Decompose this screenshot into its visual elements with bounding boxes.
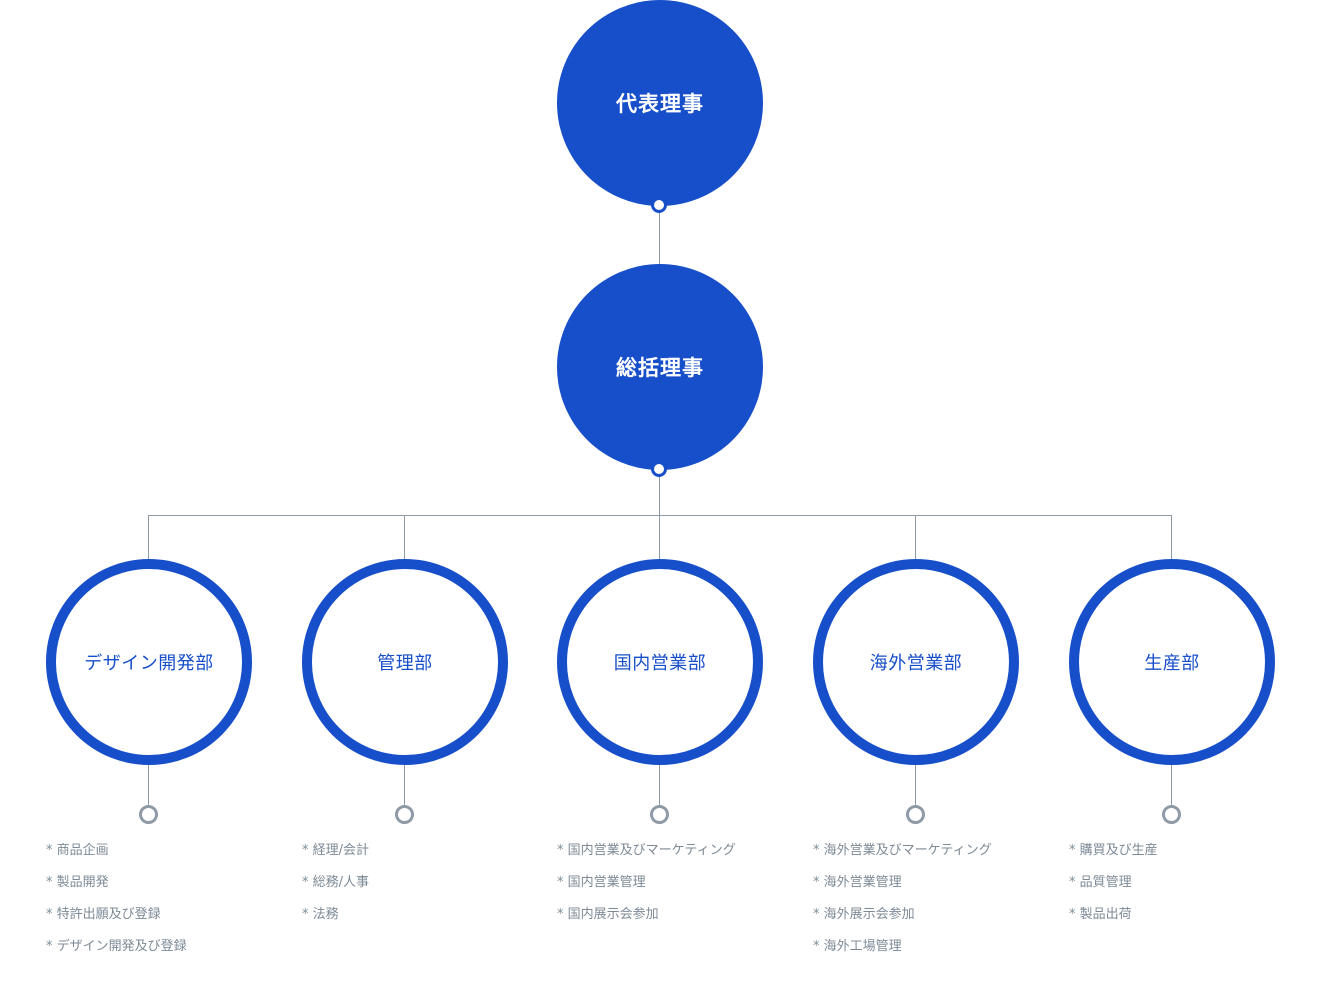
task-item: * 海外工場管理	[813, 939, 902, 954]
task-item: * 製品出荷	[1069, 907, 1132, 922]
department-label: 管理部	[377, 653, 433, 674]
director-node: 総括理事	[557, 264, 763, 470]
ceo-node-label: 代表理事	[616, 92, 704, 116]
department-label: 国内営業部	[613, 653, 707, 674]
department-task-list: * 国内営業及びマーケティング * 国内営業管理 * 国内展示会参加	[557, 842, 736, 938]
task-item: * 海外展示会参加	[813, 907, 915, 922]
task-item: * 法務	[302, 907, 339, 922]
department-node-domestic-sales: 国内営業部	[557, 559, 763, 765]
department-task-list: * 購買及び生産 * 品質管理 * 製品出荷	[1069, 842, 1158, 938]
director-node-connector-dot	[651, 461, 667, 477]
department-label: デザイン開発部	[84, 653, 214, 674]
task-item: * 国内営業管理	[557, 875, 646, 890]
department-tasks-dot	[395, 805, 414, 824]
task-item: * 総務/人事	[302, 875, 370, 890]
department-node-design: デザイン開発部	[46, 559, 252, 765]
task-item: * 商品企画	[46, 843, 109, 858]
department-task-list: * 商品企画 * 製品開発 * 特許出願及び登録 * デザイン開発及び登録	[46, 842, 187, 970]
task-item: * 品質管理	[1069, 875, 1132, 890]
task-item: * 海外営業管理	[813, 875, 902, 890]
department-node-production: 生産部	[1069, 559, 1275, 765]
department-tasks-dot	[1162, 805, 1181, 824]
department-node-admin: 管理部	[302, 559, 508, 765]
task-item: * 海外営業及びマーケティング	[813, 843, 992, 858]
task-item: * 経理/会計	[302, 843, 370, 858]
task-item: * 特許出願及び登録	[46, 907, 161, 922]
task-item: * 国内展示会参加	[557, 907, 659, 922]
director-node-label: 総括理事	[616, 356, 704, 380]
task-item: * デザイン開発及び登録	[46, 939, 187, 954]
task-item: * 国内営業及びマーケティング	[557, 843, 736, 858]
task-item: * 購買及び生産	[1069, 843, 1158, 858]
ceo-node: 代表理事	[557, 0, 763, 206]
department-tasks-dot	[906, 805, 925, 824]
ceo-node-connector-dot	[651, 197, 667, 213]
department-label: 海外営業部	[869, 653, 963, 674]
department-task-list: * 経理/会計 * 総務/人事 * 法務	[302, 842, 369, 938]
department-task-list: * 海外営業及びマーケティング * 海外営業管理 * 海外展示会参加 * 海外工…	[813, 842, 992, 970]
task-item: * 製品開発	[46, 875, 109, 890]
department-tasks-dot	[139, 805, 158, 824]
department-node-overseas-sales: 海外営業部	[813, 559, 1019, 765]
department-tasks-dot	[650, 805, 669, 824]
department-label: 生産部	[1144, 653, 1200, 674]
